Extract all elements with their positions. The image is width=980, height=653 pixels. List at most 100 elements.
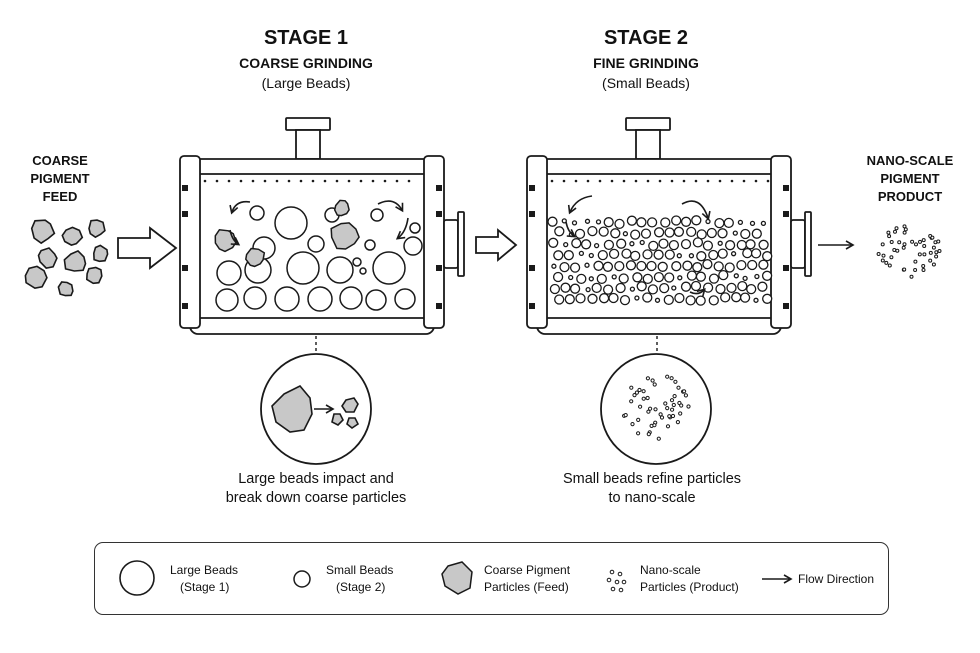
small-bead — [758, 259, 769, 270]
small-bead — [663, 294, 674, 306]
small-bead — [690, 280, 702, 292]
feed-label-line1: COARSE — [32, 153, 88, 168]
small-bead — [671, 261, 682, 272]
small-bead — [626, 215, 638, 226]
large-bead — [243, 286, 267, 310]
coarse-particle — [61, 226, 84, 246]
nano-particle — [889, 240, 894, 244]
small-bead — [576, 273, 587, 285]
nano-particle — [887, 234, 892, 239]
level-dot — [610, 179, 614, 183]
bolt-icon — [783, 185, 789, 191]
nano-particle — [645, 395, 650, 401]
small-bead — [603, 239, 615, 251]
level-dot — [658, 179, 662, 183]
small-bead — [724, 262, 735, 273]
small-bead — [603, 217, 614, 228]
small-bead — [717, 240, 723, 246]
legend-coarse-line1: Coarse Pigment — [484, 563, 571, 577]
level-dot — [323, 179, 327, 183]
nano-particle — [922, 252, 927, 257]
stage2-flange-bolts — [529, 185, 789, 309]
small-bead — [616, 238, 627, 249]
stage1-level-dots — [203, 179, 411, 183]
small-bead — [619, 294, 631, 306]
nano-particle — [897, 240, 902, 245]
stage1-large-beads — [215, 205, 423, 312]
stage1-caption-line1: Large beads impact and — [238, 471, 394, 487]
small-bead — [634, 295, 640, 301]
nano-particle — [641, 396, 646, 401]
small-bead — [708, 249, 719, 261]
nano-particle — [648, 406, 653, 411]
nano-particle — [931, 245, 936, 250]
stage1-caption: Large beads impact and break down coarse… — [186, 470, 446, 508]
small-bead — [691, 215, 702, 226]
nano-particle — [921, 268, 926, 272]
stage1-bead-note: (Large Beads) — [261, 75, 351, 91]
small-bead — [642, 292, 653, 303]
level-dot — [550, 179, 554, 183]
small-bead — [561, 218, 567, 224]
legend-small-beads-line2: (Stage 2) — [336, 580, 386, 594]
coarse-particle — [92, 244, 109, 263]
small-bead — [646, 260, 657, 272]
small-bead — [553, 250, 564, 261]
small-bead — [588, 252, 594, 259]
small-bead — [653, 271, 665, 283]
large-bead — [359, 267, 367, 275]
large-bead — [307, 286, 333, 312]
nano-particle — [676, 385, 681, 390]
small-bead — [708, 295, 719, 306]
nano-particle — [937, 249, 942, 253]
bolt-icon — [529, 211, 535, 217]
small-bead — [753, 297, 759, 303]
level-dot — [622, 179, 626, 183]
small-bead — [564, 294, 575, 305]
small-bead — [731, 292, 742, 303]
stage2-caption-line2: to nano-scale — [608, 490, 696, 506]
nano-particle — [921, 238, 926, 243]
level-dot — [586, 179, 590, 183]
nano-particle — [669, 376, 674, 381]
large-bead — [216, 260, 242, 286]
small-bead — [680, 238, 692, 250]
level-dot — [634, 179, 638, 183]
nano-particle — [913, 259, 918, 264]
small-bead — [559, 261, 570, 273]
small-bead — [742, 247, 753, 259]
small-bead — [695, 271, 707, 282]
bolt-icon — [436, 211, 442, 217]
large-bead — [394, 288, 416, 310]
small-bead — [588, 276, 594, 282]
large-bead — [370, 208, 384, 222]
small-bead — [625, 260, 637, 271]
small-bead — [682, 260, 693, 271]
bolt-icon — [182, 303, 188, 309]
level-dot — [646, 179, 650, 183]
small-bead — [750, 248, 762, 259]
legend-large-beads-line1: Large Beads — [170, 563, 239, 577]
small-bead — [702, 240, 714, 251]
level-dot — [766, 179, 770, 183]
nano-particle — [884, 260, 889, 265]
nano-particle — [669, 398, 675, 403]
small-bead — [598, 226, 609, 237]
nano-particle — [675, 420, 681, 425]
small-bead — [680, 216, 692, 227]
level-dot — [754, 179, 758, 183]
small-bead — [575, 293, 586, 304]
bolt-icon — [783, 303, 789, 309]
nano-particle — [889, 255, 894, 260]
small-bead — [718, 269, 729, 281]
small-bead — [611, 274, 617, 280]
large-bead — [403, 236, 423, 256]
small-bead — [602, 261, 614, 272]
coarse-feed-particles — [24, 219, 109, 297]
level-dot — [718, 179, 722, 183]
small-bead — [569, 283, 581, 294]
level-dot — [730, 179, 734, 183]
small-bead — [714, 217, 725, 229]
small-bead — [596, 273, 607, 285]
